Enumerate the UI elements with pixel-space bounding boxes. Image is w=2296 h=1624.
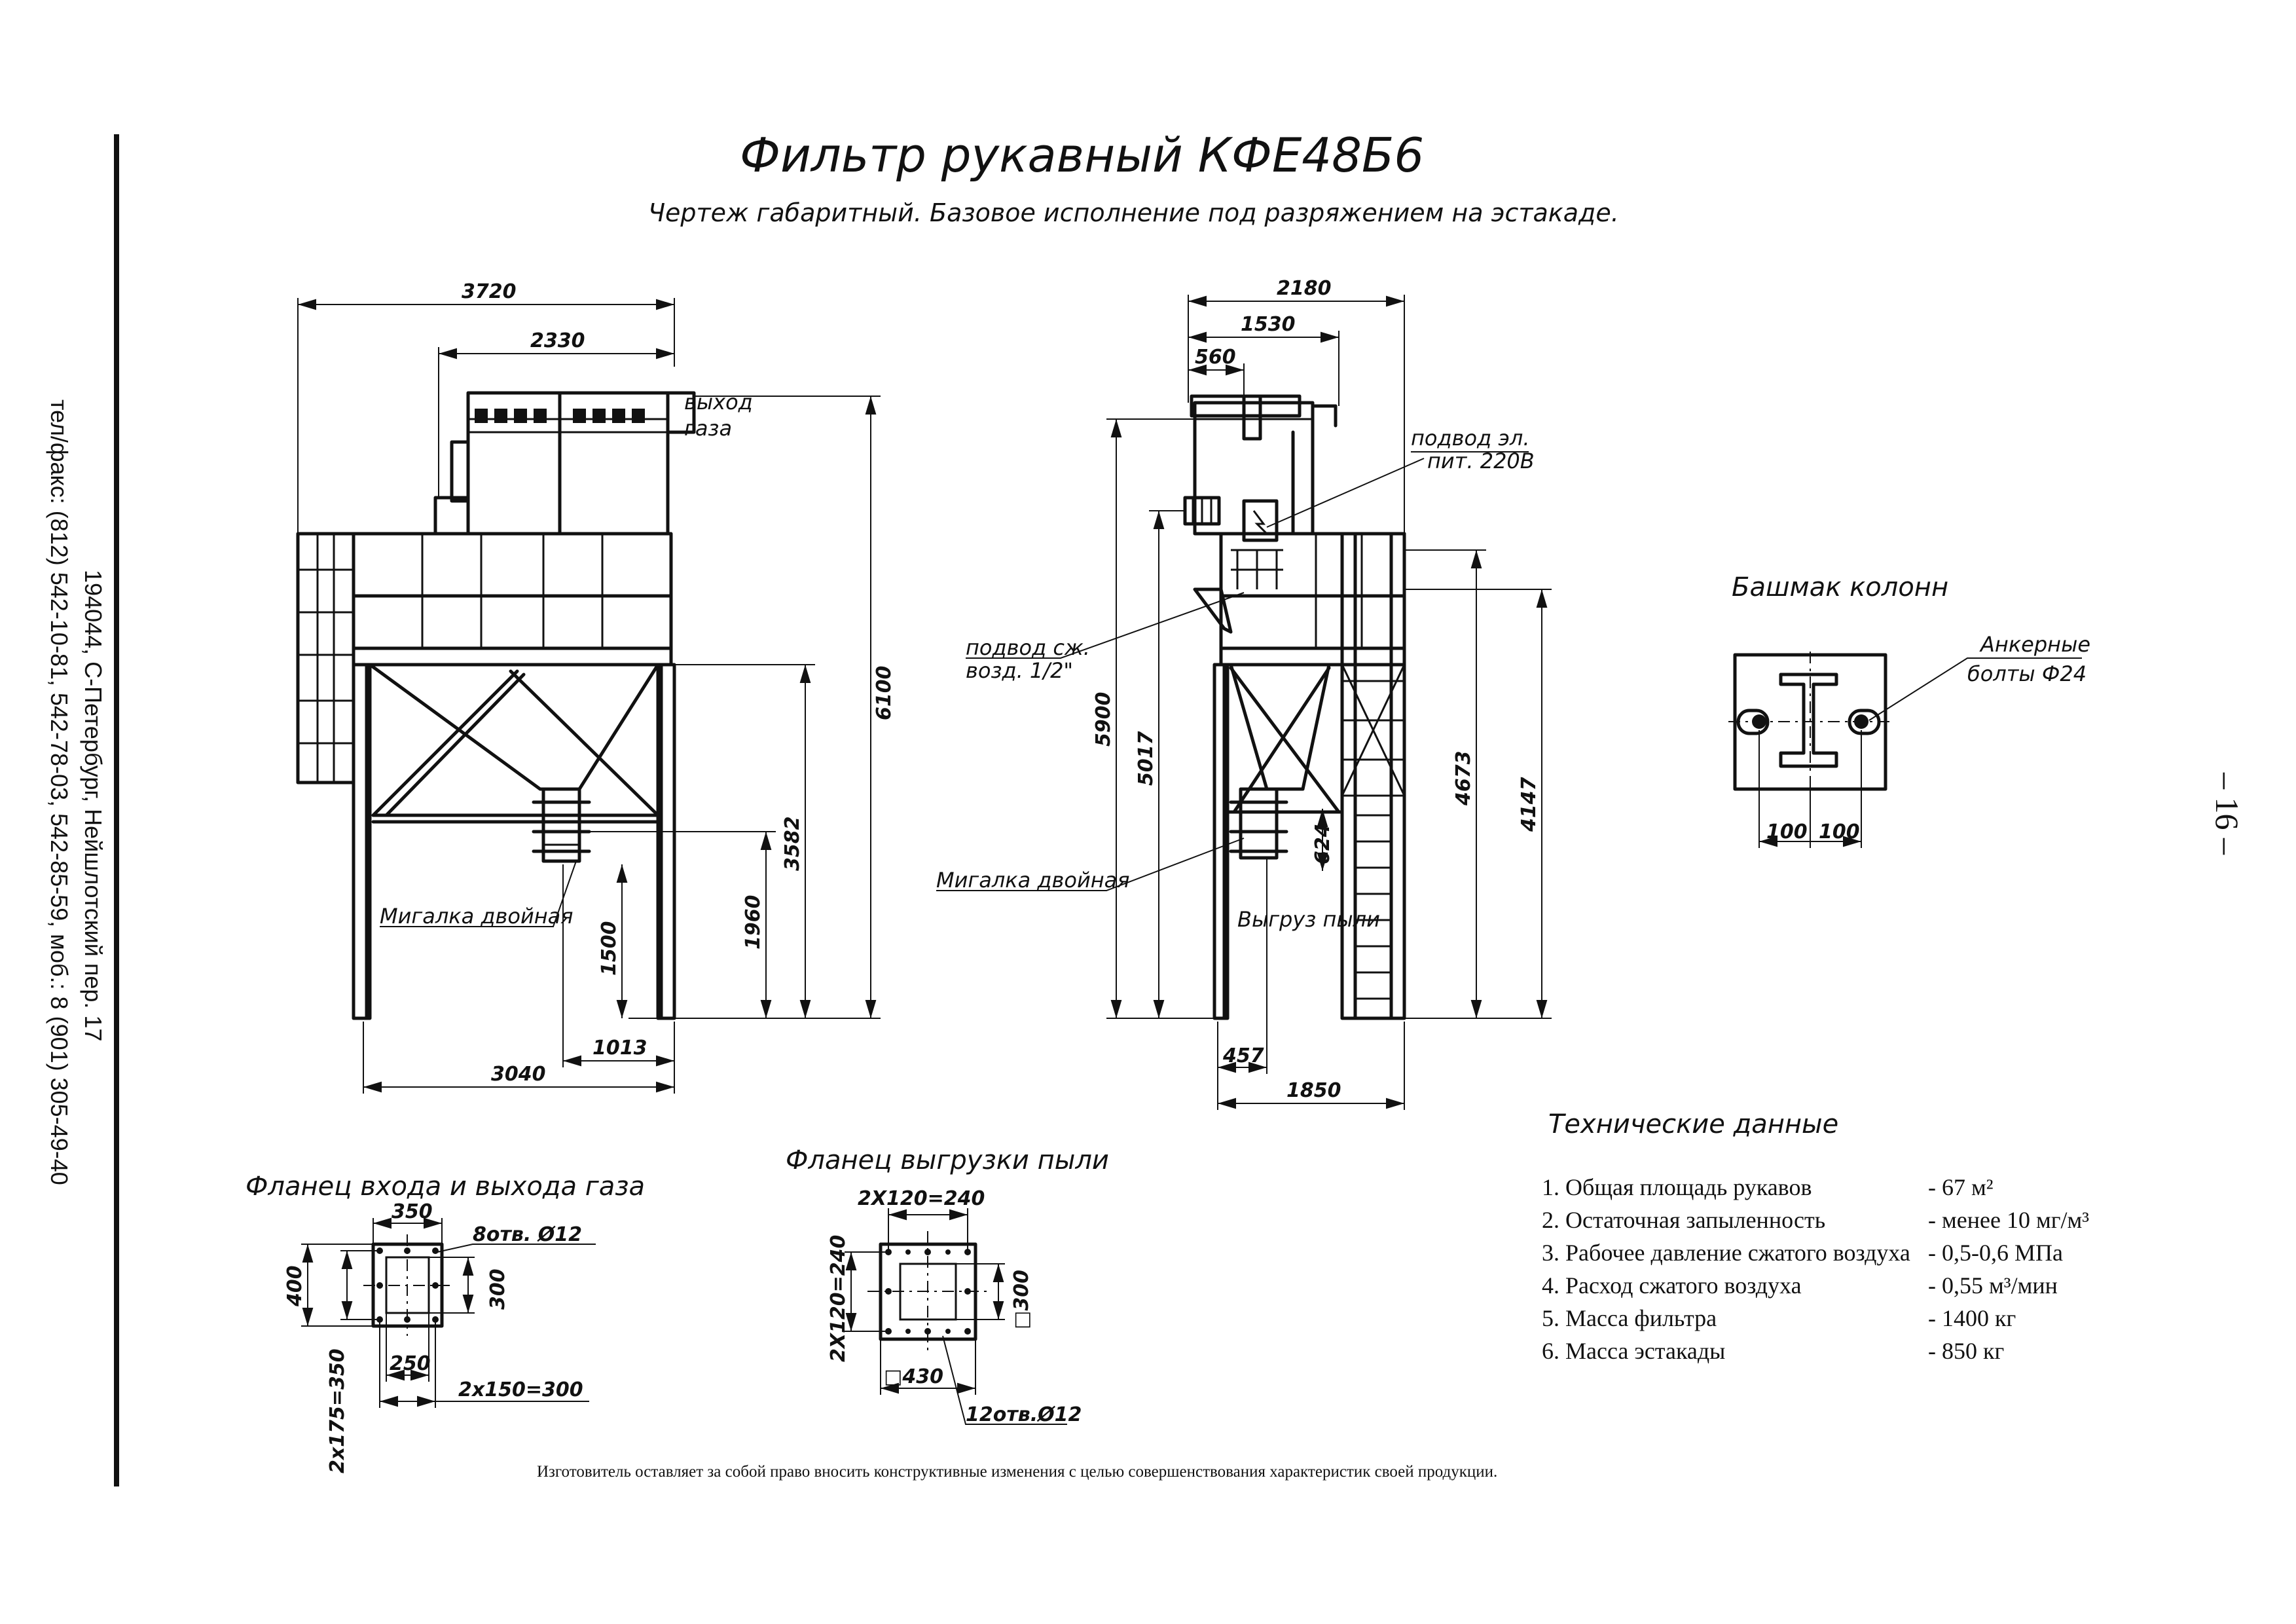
label-anchor-1: Анкерные: [1979, 632, 2090, 657]
dim-4147: 4147: [1518, 777, 1540, 832]
dim-4673: 4673: [1452, 751, 1475, 807]
gas-flange-d350: 350: [392, 1200, 433, 1223]
label-side-valve: Мигалка двойная: [936, 868, 1130, 893]
side-view: 2180 1530 560 5900 5017 4673 4147 624 45…: [936, 277, 1552, 1110]
contact-phones: тел/факс: (812) 542-10-81, 542-78-03, 54…: [46, 399, 73, 1185]
front-view: 3720 2330 3040 1013 6100 3582 1960 1500 …: [296, 280, 896, 1094]
tech-row-5-value: - 1400 кг: [1928, 1305, 2016, 1331]
label-power-2: пит. 220В: [1427, 449, 1535, 473]
label-front-valve: Мигалка двойная: [380, 904, 574, 929]
tech-row-4-value: - 0,55 м³/мин: [1928, 1272, 2058, 1299]
gas-flange-title: Фланец входа и выхода газа: [246, 1172, 645, 1202]
dim-3040: 3040: [491, 1063, 546, 1086]
tech-row-5-name: 5. Масса фильтра: [1542, 1305, 1717, 1331]
side-stair-rungs: [1341, 664, 1406, 1000]
page-number: – 16 –: [2209, 772, 2246, 855]
label-anchor-2: болты Ф24: [1967, 661, 2086, 686]
contact-block: 194044, С-Петербург, Нейшлотский пер. 17…: [46, 399, 107, 1185]
dim-5900: 5900: [1092, 692, 1115, 747]
dust-flange-d430: □430: [884, 1365, 943, 1388]
column-shoe-ibeam: [1779, 673, 1838, 768]
dim-560: 560: [1195, 346, 1236, 369]
tech-row-4-name: 4. Расход сжатого воздуха: [1542, 1272, 1802, 1299]
dim-6100: 6100: [873, 666, 896, 721]
dust-flange-d2x120-side: 2X120=240: [827, 1235, 850, 1362]
drawing-subtitle: Чертеж габаритный. Базовое исполнение по…: [648, 198, 1619, 227]
side-electrical-box: [1242, 499, 1279, 542]
label-air-2: возд. 1/2": [966, 658, 1073, 683]
dim-1850: 1850: [1286, 1079, 1341, 1102]
column-shoe-title: Башмак колонн: [1732, 572, 1948, 602]
dim-2330: 2330: [530, 329, 585, 352]
dim-3582: 3582: [781, 817, 804, 872]
dim-1500: 1500: [598, 921, 621, 976]
label-gas-outlet-1: выход: [684, 390, 753, 415]
dim-457: 457: [1222, 1044, 1264, 1067]
dust-flange: Фланец выгрузки пыли 2X120=240 2X120=240…: [786, 1145, 1109, 1426]
dust-flange-holes: 12отв.Ø12: [966, 1403, 1082, 1426]
dust-flange-d300: □300: [1010, 1270, 1033, 1329]
tech-row-3-name: 3. Рабочее давление сжатого воздуха: [1542, 1240, 1910, 1266]
tech-row-1-name: 1. Общая площадь рукавов: [1542, 1174, 1812, 1200]
dust-flange-title: Фланец выгрузки пыли: [786, 1145, 1109, 1175]
label-air-1: подвод сж.: [966, 635, 1090, 660]
dim-5017: 5017: [1135, 731, 1157, 786]
dim-2180: 2180: [1277, 277, 1332, 300]
tech-row-6-name: 6. Масса эстакады: [1542, 1338, 1725, 1364]
dust-flange-d2x120-top: 2X120=240: [858, 1187, 985, 1210]
front-leg-left: [352, 663, 372, 1020]
tech-title: Технические данные: [1548, 1109, 1838, 1139]
label-power-1: подвод эл.: [1411, 426, 1530, 451]
column-shoe-dim-a: 100: [1766, 821, 1808, 843]
dim-1013: 1013: [592, 1037, 647, 1060]
tech-data: Технические данные 1. Общая площадь рука…: [1542, 1109, 2089, 1364]
tech-row-1-value: - 67 м²: [1928, 1174, 1994, 1200]
front-pulse-valves: [475, 409, 645, 423]
gas-flange-d300: 300: [486, 1268, 509, 1310]
dim-1960: 1960: [742, 895, 765, 950]
column-shoe-dim-b: 100: [1819, 821, 1860, 843]
front-platform: [352, 532, 673, 667]
gas-flange-holes: 8отв. Ø12: [473, 1223, 582, 1246]
tech-row-3-value: - 0,5-0,6 МПа: [1928, 1240, 2063, 1266]
contact-address: 194044, С-Петербург, Нейшлотский пер. 17: [80, 570, 107, 1041]
dim-3720: 3720: [462, 280, 517, 303]
tech-row-2-value: - менее 10 мг/м³: [1928, 1207, 2089, 1233]
dim-624: 624: [1311, 823, 1334, 864]
column-shoe: Башмак колонн 100 100 Анкерные болты Ф24: [1728, 572, 2090, 848]
side-stair: [1340, 532, 1406, 1020]
side-hopper: [1193, 587, 1233, 634]
drawing-title: Фильтр рукавный КФЕ48Б6: [740, 128, 1424, 183]
gas-flange-d2x150: 2x150=300: [458, 1378, 583, 1401]
front-ladder-cage: [296, 532, 355, 784]
gas-flange-d2x175: 2x175=350: [326, 1348, 349, 1473]
gas-flange: Фланец входа и выхода газа 350 8отв. Ø12…: [246, 1172, 645, 1473]
side-double-valve: [1239, 787, 1279, 860]
side-housing: [1193, 401, 1315, 536]
gas-flange-d250: 250: [390, 1352, 431, 1375]
front-double-valve: [541, 787, 581, 863]
side-leg-left: [1212, 663, 1230, 1020]
tech-row-2-name: 2. Остаточная запыленность: [1542, 1207, 1825, 1233]
footer-note: Изготовитель оставляет за собой право вн…: [537, 1463, 1497, 1481]
tech-row-6-value: - 850 кг: [1928, 1338, 2004, 1364]
front-gas-outlet: [666, 391, 696, 434]
label-dust: Выгруз пыли: [1237, 907, 1380, 932]
label-gas-outlet-2: газа: [684, 416, 732, 441]
side-platform: [1219, 532, 1406, 667]
dim-1530: 1530: [1241, 313, 1296, 336]
gas-flange-d400: 400: [283, 1265, 306, 1307]
